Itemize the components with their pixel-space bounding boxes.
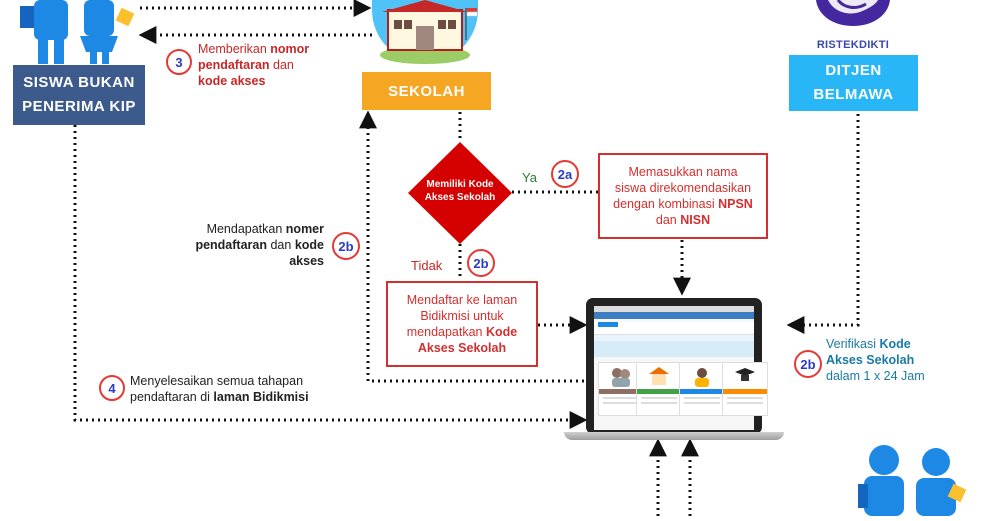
step-4-t1: Menyelesaikan semua tahapan bbox=[130, 374, 304, 388]
step-3-b2: pendaftaran bbox=[198, 58, 270, 72]
tidak-label: Tidak bbox=[411, 258, 443, 273]
step-4-note: Menyelesaikan semua tahapan pendaftaran … bbox=[130, 373, 350, 405]
step-2b-left-b2: pendaftaran bbox=[195, 238, 267, 252]
step-2b-right-note: Verifikasi Kode Akses Sekolah dalam 1 x … bbox=[826, 336, 976, 384]
badge-step-4: 4 bbox=[99, 375, 125, 401]
rec-npsn: NPSN bbox=[718, 197, 753, 211]
ditjen-line2: BELMAWA bbox=[813, 86, 894, 103]
rekomendasi-box: Memasukkan nama siswa direkomendasikan d… bbox=[598, 153, 768, 239]
rec-line3: dengan kombinasi bbox=[613, 197, 719, 211]
step-3-b1: nomor bbox=[270, 42, 310, 56]
school-icon bbox=[372, 0, 478, 64]
arrow-siswa-to-laptop bbox=[73, 125, 588, 429]
ristekdikti-logo-text: RISTEKDIKTI bbox=[816, 39, 890, 51]
laptop-icon bbox=[564, 298, 784, 444]
step-2b-left-b4: akses bbox=[289, 254, 324, 268]
step-2b-left-t1: Mendapatkan bbox=[206, 222, 286, 236]
step-2b-left-t2: dan bbox=[267, 238, 295, 252]
step-2b-right-t2: dalam 1 x 24 Jam bbox=[826, 369, 925, 383]
step-2b-right-b1: Kode bbox=[879, 337, 911, 351]
step-2b-left-b3: kode bbox=[294, 238, 324, 252]
daftar-kode: Kode bbox=[485, 325, 518, 339]
step-4-t2: pendaftaran di bbox=[130, 390, 214, 404]
rec-line1: Memasukkan nama bbox=[628, 165, 738, 179]
step-2b-right-t1: Verifikasi bbox=[826, 337, 880, 351]
badge-step-2b-right: 2b bbox=[794, 350, 822, 378]
screen-card-4 bbox=[722, 362, 768, 416]
siswa-line2: PENERIMA KIP bbox=[22, 98, 136, 115]
daftar-box: Mendaftar ke laman Bidikmisi untuk menda… bbox=[386, 281, 538, 367]
rec-nisn: NISN bbox=[680, 213, 711, 227]
siswa-node: SISWA BUKAN PENERIMA KIP bbox=[13, 65, 145, 125]
step-4-b1: laman Bidikmisi bbox=[213, 390, 309, 404]
badge-step-2b-mid: 2b bbox=[467, 249, 495, 277]
decision-diamond bbox=[408, 142, 512, 244]
arrow-ditjen-to-laptop bbox=[786, 114, 860, 334]
step-2b-left-note: Mendapatkan nomer pendaftaran dan kode a… bbox=[176, 221, 324, 269]
step-3-t2: dan bbox=[269, 58, 294, 72]
step-3-note: Memberikan nomor pendaftaran dan kode ak… bbox=[198, 41, 358, 89]
sekolah-label: SEKOLAH bbox=[388, 82, 465, 100]
arrow-laptop-to-sekolah bbox=[359, 110, 584, 383]
step-3-b3: kode akses bbox=[198, 74, 266, 88]
decision-line1: Memiliki Kode bbox=[426, 179, 494, 190]
daftar-akses: Akses Sekolah bbox=[417, 341, 507, 355]
badge-step-2b-left: 2b bbox=[332, 232, 360, 260]
students-icon-bottom bbox=[850, 444, 970, 516]
ditjen-node: DITJEN BELMAWA bbox=[789, 55, 918, 111]
ditjen-line1: DITJEN bbox=[825, 62, 882, 79]
decision-text: Memiliki Kode Akses Sekolah bbox=[416, 178, 504, 204]
laptop-base bbox=[564, 432, 784, 440]
ya-label: Ya bbox=[522, 170, 537, 185]
step-3-t1: Memberikan bbox=[198, 42, 271, 56]
rec-line2: siswa direkomendasikan bbox=[614, 181, 752, 195]
badge-step-2a: 2a bbox=[551, 160, 579, 188]
sekolah-node: SEKOLAH bbox=[362, 72, 491, 110]
students-icon bbox=[14, 0, 135, 64]
step-2b-left-b1: nomer bbox=[285, 222, 324, 236]
daftar-line1: Mendaftar ke laman bbox=[406, 293, 518, 307]
screen-card-2 bbox=[636, 362, 682, 416]
daftar-line2: Bidikmisi untuk bbox=[420, 309, 504, 323]
ristekdikti-logo bbox=[808, 0, 898, 42]
screen-card-3 bbox=[679, 362, 725, 416]
daftar-line3: mendapatkan bbox=[406, 325, 486, 339]
step-2b-right-b2: Akses Sekolah bbox=[826, 353, 915, 367]
badge-step-3: 3 bbox=[166, 49, 192, 75]
decision-line2: Akses Sekolah bbox=[424, 192, 496, 203]
siswa-line1: SISWA BUKAN bbox=[23, 74, 135, 91]
rec-line4: dan bbox=[655, 213, 681, 227]
